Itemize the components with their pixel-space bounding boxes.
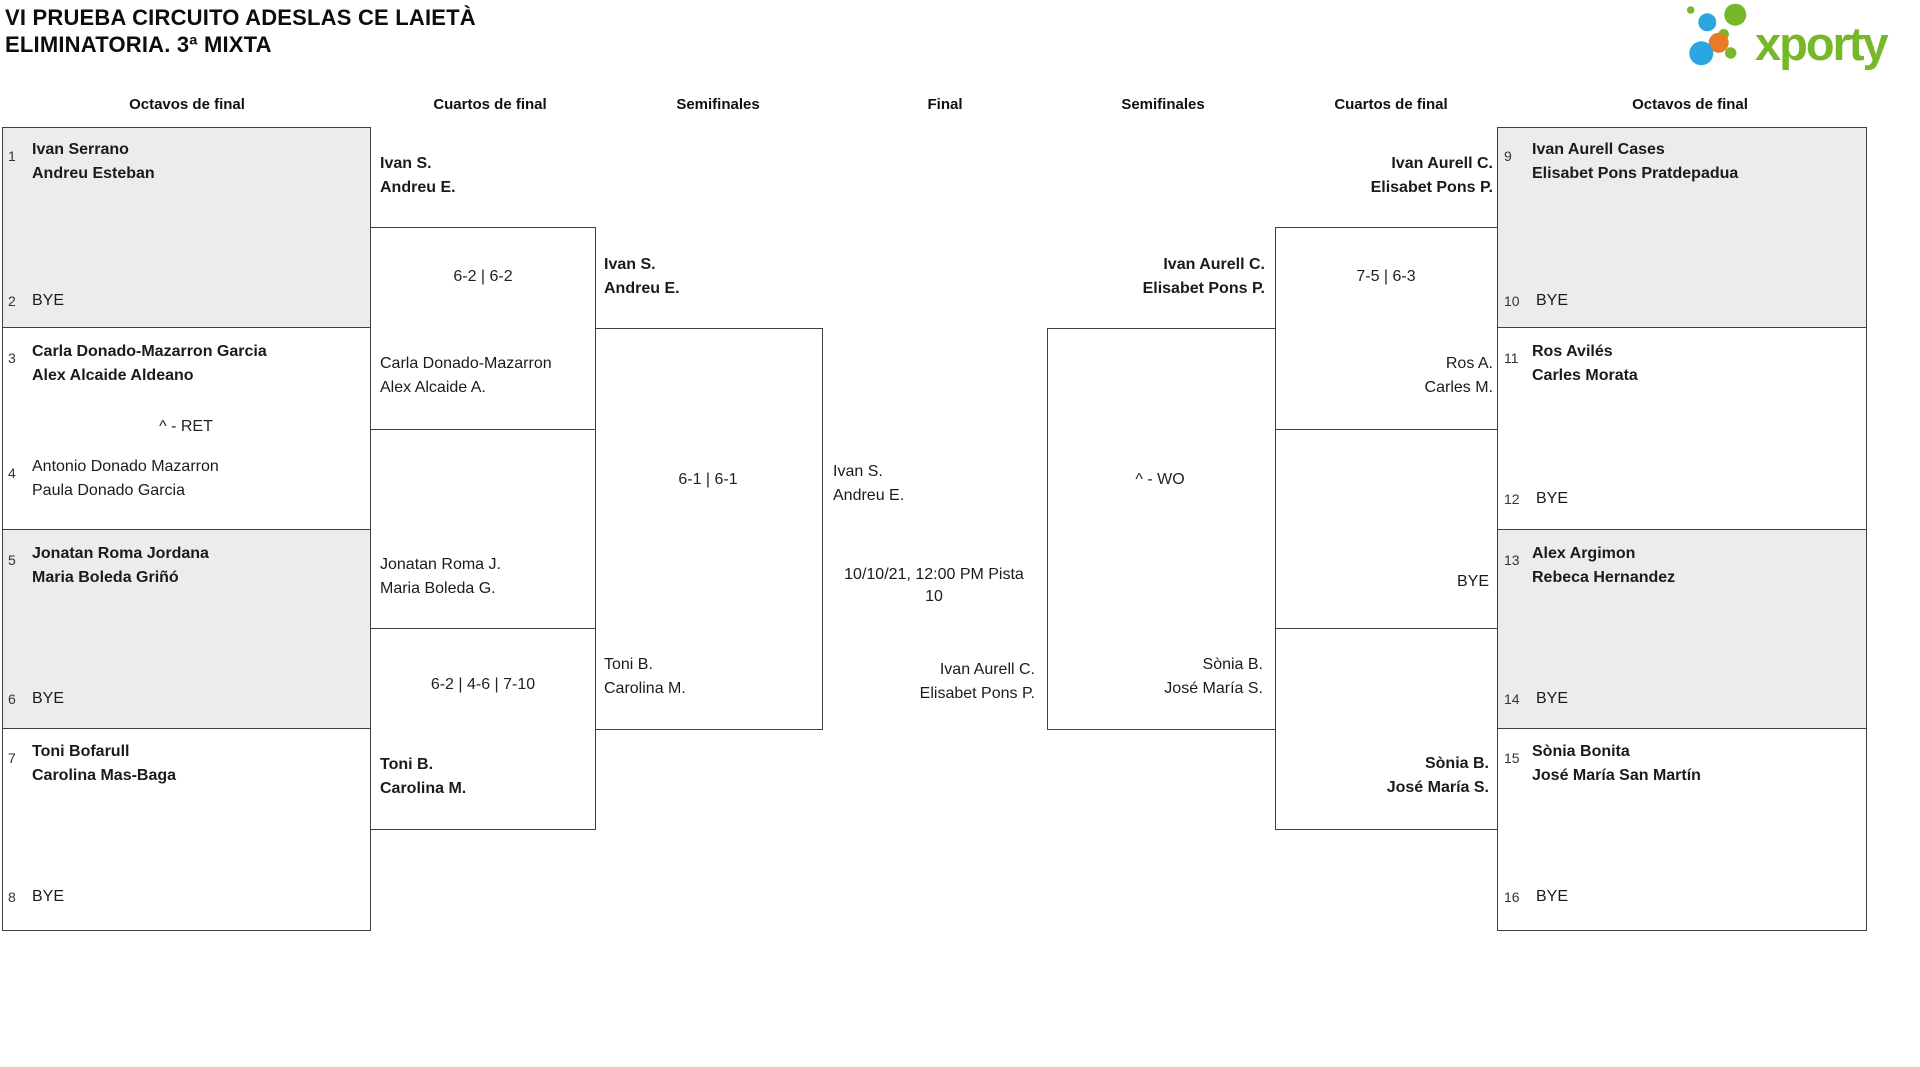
- seed-label: 9: [1504, 148, 1512, 164]
- seed-label: 1: [8, 148, 16, 164]
- team-label: Ivan S. Andreu E.: [604, 256, 680, 297]
- logo-dots-icon: [1687, 3, 1747, 66]
- team-label: BYE: [1536, 888, 1569, 905]
- team-label: Sònia Bonita José María San Martín: [1532, 743, 1701, 784]
- match-box-r16-right-3[interactable]: [1497, 529, 1867, 729]
- seed-label: 4: [8, 465, 16, 481]
- team-label: Antonio Donado Mazarron Paula Donado Gar…: [32, 458, 219, 499]
- match-box-qf-right-2[interactable]: [1275, 628, 1498, 830]
- team-label: Jonatan Roma Jordana Maria Boleda Griñó: [32, 545, 209, 586]
- match-box-r16-right-2[interactable]: [1497, 327, 1867, 530]
- score-label: 7-5 | 6-3: [1356, 268, 1416, 285]
- team-label: Ivan Serrano Andreu Esteban: [32, 141, 155, 182]
- team-label: BYE: [1536, 490, 1569, 507]
- round-header-semis-right: Semifinales: [1121, 96, 1205, 113]
- match-box-qf-left-2[interactable]: [370, 628, 596, 830]
- team-label: BYE: [32, 690, 65, 707]
- team-label: Ivan S. Andreu E.: [380, 155, 456, 196]
- final-schedule: 10/10/21, 12:00 PM Pista 10: [844, 566, 1024, 605]
- team-label: Alex Argimon Rebeca Hernandez: [1532, 545, 1676, 586]
- seed-label: 11: [1504, 350, 1519, 366]
- seed-label: 12: [1504, 491, 1520, 507]
- team-label: BYE: [32, 292, 65, 309]
- match-box-r16-left-4[interactable]: [2, 728, 371, 931]
- team-label: Sònia B. José María S.: [1386, 755, 1489, 796]
- round-header-cuartos-left: Cuartos de final: [433, 96, 547, 113]
- team-label: Ros Avilés Carles Morata: [1532, 343, 1638, 384]
- seed-label: 6: [8, 691, 16, 707]
- round-header-final: Final: [927, 96, 963, 113]
- seed-label: 14: [1504, 691, 1520, 707]
- match-box-r16-right-1[interactable]: [1497, 127, 1867, 328]
- team-label: Toni B. Carolina M.: [380, 756, 467, 797]
- seed-label: 16: [1504, 889, 1520, 905]
- team-label: Ivan Aurell Cases Elisabet Pons Pratdepa…: [1532, 141, 1739, 182]
- page-title-line1: VI PRUEBA CIRCUITO ADESLAS CE LAIETÀ: [5, 5, 476, 30]
- team-label: Carla Donado-Mazarron Garcia Alex Alcaid…: [32, 343, 267, 384]
- team-label: Sònia B. José María S.: [1164, 656, 1263, 697]
- team-label: BYE: [1536, 292, 1569, 309]
- seed-label: 7: [8, 750, 16, 766]
- score-label: 6-2 | 6-2: [453, 268, 513, 285]
- round-header-octavos-right: Octavos de final: [1632, 96, 1748, 113]
- round-header-octavos-left: Octavos de final: [129, 96, 245, 113]
- team-label: Ivan Aurell C. Elisabet Pons P.: [1370, 155, 1493, 196]
- match-box-sf-right[interactable]: [1047, 328, 1276, 730]
- score-label: 6-2 | 4-6 | 7-10: [430, 676, 536, 693]
- score-label: ^ - WO: [1135, 471, 1185, 488]
- team-label: Ivan Aurell C. Elisabet Pons P.: [919, 661, 1035, 702]
- match-box-qf-right-1[interactable]: [1275, 227, 1498, 430]
- xporty-logo[interactable]: xporty: [1680, 0, 1920, 70]
- team-label: BYE: [1536, 690, 1569, 707]
- seed-label: 5: [8, 552, 16, 568]
- logo-wordmark: xporty: [1755, 17, 1889, 70]
- team-label: BYE: [1456, 573, 1489, 590]
- team-label: BYE: [32, 888, 65, 905]
- round-header-cuartos-right: Cuartos de final: [1334, 96, 1448, 113]
- seed-label: 3: [8, 350, 16, 366]
- match-box-sf-left[interactable]: [595, 328, 823, 730]
- team-label: Ivan S. Andreu E.: [833, 463, 905, 504]
- page-title-line2: ELIMINATORIA. 3ª MIXTA: [5, 32, 272, 57]
- match-box-r16-left-3[interactable]: [2, 529, 371, 729]
- round-header-semis-left: Semifinales: [676, 96, 760, 113]
- seed-label: 8: [8, 889, 16, 905]
- seed-label: 10: [1504, 293, 1520, 309]
- seed-label: 13: [1504, 552, 1520, 568]
- team-label: Toni Bofarull Carolina Mas-Baga: [32, 743, 177, 784]
- team-label: Jonatan Roma J. Maria Boleda G.: [380, 556, 501, 597]
- match-box-r16-right-4[interactable]: [1497, 728, 1867, 931]
- seed-label: 2: [8, 293, 16, 309]
- page-title: VI PRUEBA CIRCUITO ADESLAS CE LAIETÀ ELI…: [5, 4, 476, 58]
- match-box-qf-left-1[interactable]: [370, 227, 596, 430]
- score-label: ^ - RET: [159, 418, 213, 435]
- team-label: Toni B. Carolina M.: [604, 656, 686, 697]
- team-label: Ivan Aurell C. Elisabet Pons P.: [1142, 256, 1265, 297]
- seed-label: 15: [1504, 750, 1520, 766]
- team-label: Carla Donado-Mazarron Alex Alcaide A.: [380, 355, 552, 396]
- match-box-r16-left-2[interactable]: [2, 327, 371, 530]
- team-label: Ros A. Carles M.: [1424, 355, 1493, 396]
- score-label: 6-1 | 6-1: [678, 471, 738, 488]
